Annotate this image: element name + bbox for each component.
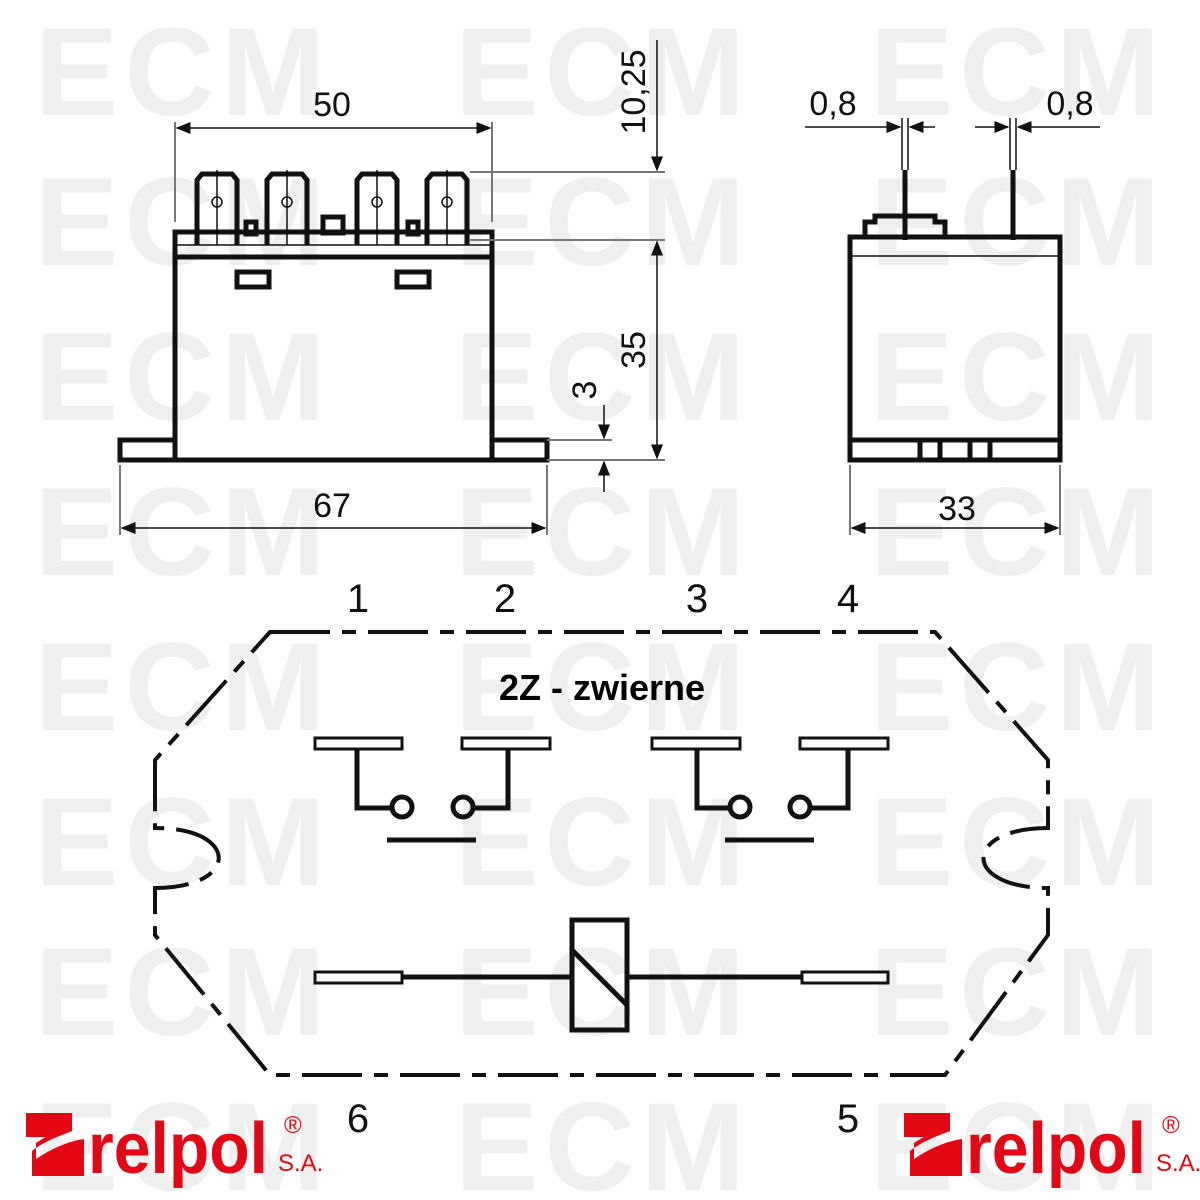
dim-width-top: 50: [313, 86, 351, 124]
dim-depth: 33: [938, 490, 976, 528]
contact-set-2: [650, 736, 890, 843]
terminals: [194, 170, 470, 245]
logo-registered: ®: [1162, 1112, 1180, 1139]
dim-flange-height: 3: [566, 381, 604, 400]
watermark-text: ECM: [870, 3, 1160, 142]
dim-pin-right: 0,8: [1046, 85, 1093, 123]
side-view: 0,8 0,8 33: [805, 85, 1100, 535]
pin-label-1: 1: [347, 577, 369, 621]
watermark-text: ECM: [35, 923, 325, 1062]
watermark-text: ECM: [35, 618, 325, 757]
watermark-text: ECM: [870, 463, 1160, 602]
dim-width-base: 67: [313, 487, 351, 525]
watermark-text: ECM: [455, 773, 745, 912]
pin-label-4: 4: [837, 577, 859, 621]
coil: [313, 917, 890, 1033]
relpol-emblem-icon: [26, 1113, 84, 1176]
logo-suffix: S.A.: [1156, 1150, 1200, 1177]
watermark-text: ECM: [35, 773, 325, 912]
logo-suffix: S.A.: [278, 1150, 323, 1177]
watermark-text: ECM: [455, 618, 745, 757]
watermark-text: ECM: [455, 923, 745, 1062]
pin-label-5: 5: [837, 1097, 859, 1141]
schematic-title: 2Z - zwierne: [499, 667, 705, 708]
pin-label-3: 3: [686, 577, 708, 621]
watermark-text: ECM: [870, 773, 1160, 912]
logo-name: relpol: [966, 1109, 1146, 1189]
watermark-text: ECM: [870, 308, 1160, 447]
watermark-text: ECM: [35, 1078, 325, 1200]
dim-body-height: 35: [615, 331, 653, 369]
logo-name: relpol: [88, 1109, 268, 1189]
watermark-text: ECM: [455, 153, 745, 292]
watermark-text: ECM: [455, 308, 745, 447]
watermark-text: ECM: [35, 308, 325, 447]
watermark-text: ECM: [870, 1078, 1160, 1200]
relpol-emblem-icon: [904, 1113, 962, 1176]
watermark-text: ECM: [455, 3, 745, 142]
watermark-text: ECM: [870, 923, 1160, 1062]
relpol-logo-left: relpol ® S.A.: [26, 1109, 323, 1189]
dim-terminal-height: 10,25: [615, 49, 653, 134]
pin-label-6: 6: [347, 1097, 369, 1141]
watermark-text: ECM: [35, 463, 325, 602]
dim-pin-left: 0,8: [809, 85, 856, 123]
watermark-text: ECM: [870, 618, 1160, 757]
logo-registered: ®: [284, 1112, 302, 1139]
watermark-text: ECM: [455, 1078, 745, 1200]
watermark-text: ECM: [35, 3, 325, 142]
pin-label-2: 2: [494, 577, 516, 621]
contact-set-1: [313, 736, 552, 843]
front-view: 50 67 10,25 35 3: [117, 40, 665, 535]
relpol-logo-right: relpol ® S.A.: [904, 1109, 1200, 1189]
wiring-schematic: 2Z - zwierne 1 2 3 4 6 5: [153, 577, 1050, 1141]
